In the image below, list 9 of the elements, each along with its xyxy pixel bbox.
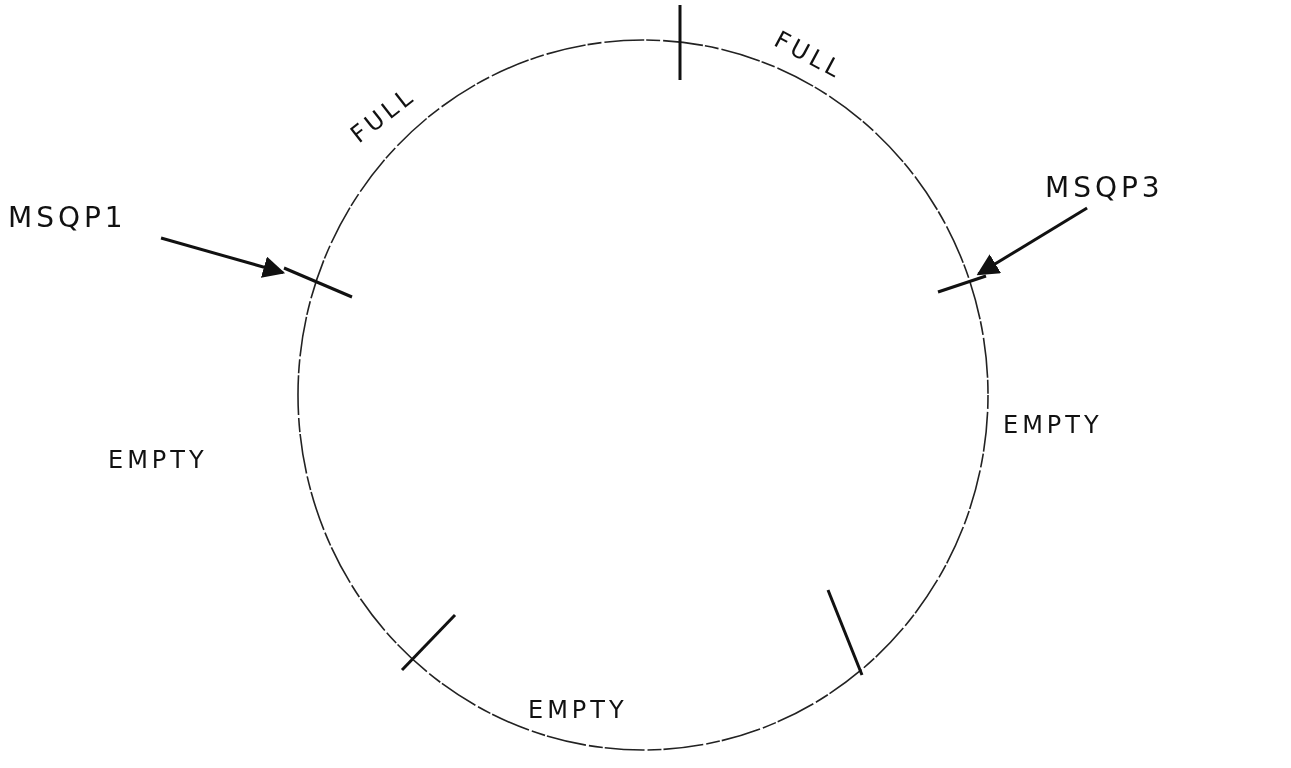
tick-mark: [936, 274, 988, 294]
tick-mark: [283, 266, 353, 299]
arrow: [160, 236, 286, 278]
pointer-label: MSQP3: [1045, 170, 1165, 206]
arrow: [976, 206, 1088, 276]
state-label: EMPTY: [528, 695, 628, 725]
pointer-label: MSQP1: [8, 200, 128, 236]
state-label: EMPTY: [108, 445, 208, 475]
state-label: EMPTY: [1003, 410, 1103, 440]
